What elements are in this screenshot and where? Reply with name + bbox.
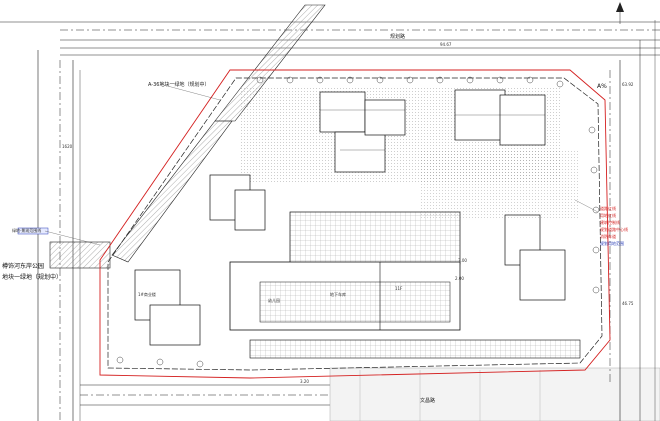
south-dim: 3.20 — [300, 379, 309, 384]
south-road — [80, 367, 660, 421]
building-label-1: 1#商业楼 — [138, 291, 156, 297]
right-dim-2: 46.75 — [622, 301, 634, 306]
park-label: 樽饰河东岸公园 — [2, 262, 44, 270]
red-note-4: 规划道路中心线 — [600, 226, 628, 232]
building-label-4: 11F — [395, 286, 403, 291]
red-note-1: 道路红线 — [600, 205, 616, 211]
red-note-3: 建筑控制线 — [600, 219, 620, 225]
building-label-3: 地下车库 — [330, 291, 346, 297]
residential-block-1 — [319, 91, 406, 173]
residential-block-2 — [454, 89, 546, 146]
legend-symbol: A% — [597, 83, 607, 90]
residential-block-5 — [504, 214, 566, 301]
inner-boundary — [107, 77, 603, 371]
east-road — [609, 20, 656, 421]
north-road — [0, 21, 660, 56]
north-arrow-icon — [616, 2, 624, 24]
red-note-5: 消防车道 — [600, 233, 616, 239]
tree-markers — [116, 76, 600, 368]
residential-block-4 — [134, 269, 201, 346]
leader-lines — [44, 83, 599, 246]
site-boundary — [99, 69, 611, 379]
west-road-dim: 1620 — [62, 144, 73, 149]
east-paving — [420, 150, 580, 220]
blue-note: 规划用地范围 — [600, 240, 624, 246]
central-parking — [229, 211, 461, 331]
south-parking-strip — [249, 339, 581, 359]
building-label-6: 3.00 — [458, 258, 467, 263]
building-label-2: 幼儿园 — [268, 297, 280, 303]
right-dim-1: 63.92 — [622, 82, 634, 87]
residential-block-3 — [209, 174, 266, 231]
building-label-5: 2.00 — [455, 276, 464, 281]
red-note-2: 用地红线 — [600, 212, 616, 218]
north-road-label: 规划路 — [390, 33, 405, 40]
park-sublabel: 地块一绿地（规划中） — [2, 273, 62, 281]
north-road-dim: 94.67 — [440, 42, 452, 47]
callout-left-label: 绿地·景观范围线 — [12, 227, 41, 233]
north-plot-label: A-36地块一绿地（规划中） — [148, 81, 209, 88]
south-road-label: 文昌路 — [420, 397, 435, 404]
